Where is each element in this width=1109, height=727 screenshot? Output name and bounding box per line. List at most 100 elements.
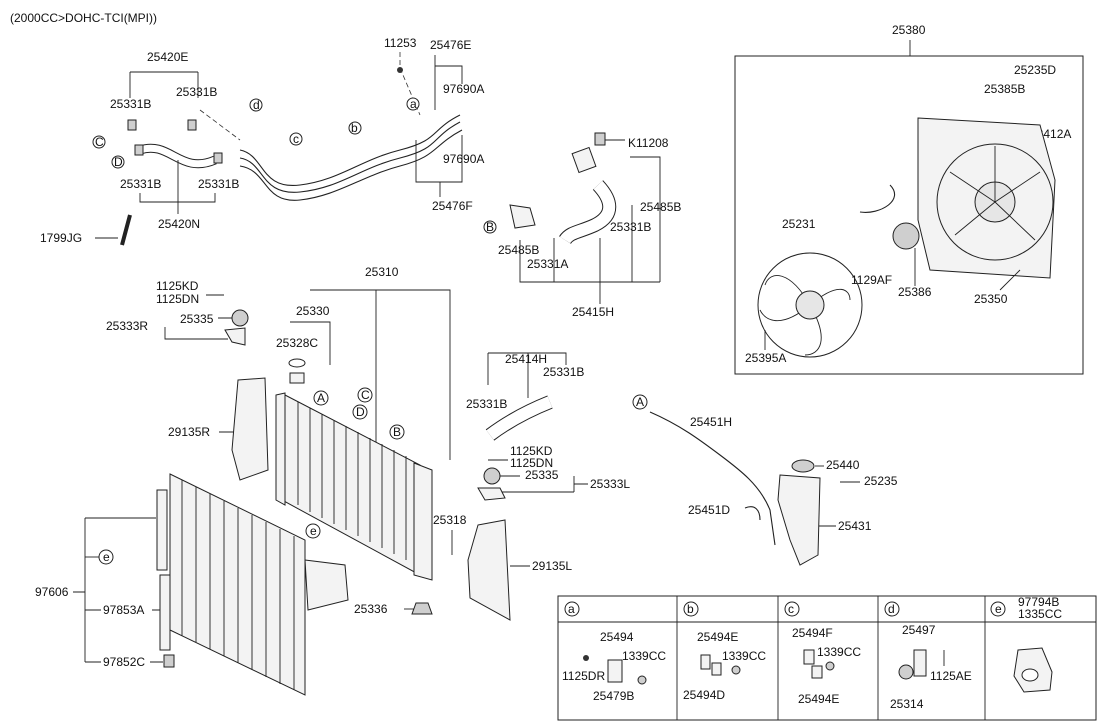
- svg-text:A: A: [317, 391, 325, 405]
- label-25331A: 25331A: [527, 257, 568, 271]
- legend-d-label: 25314: [890, 697, 924, 711]
- label-1799JG: 1799JG: [40, 231, 82, 245]
- legend-key-d: d: [888, 602, 895, 616]
- legend-e-label: 97794B: [1018, 595, 1059, 609]
- label-25333L: 25333L: [590, 477, 630, 491]
- label-25415H: 25415H: [572, 305, 614, 319]
- label-25335: 25335: [180, 312, 214, 326]
- callout-a: [406, 97, 420, 111]
- condenser-group: e 97606 e 97853A 97852C: [35, 473, 349, 696]
- svg-text:A: A: [636, 395, 644, 409]
- callout-A: [313, 390, 329, 406]
- legend-a-label: 25479B: [593, 689, 634, 703]
- callout-e: [305, 523, 321, 539]
- legend-key-e: e: [995, 602, 1002, 616]
- label-1125KD: 1125KD: [510, 444, 553, 458]
- callout-d: [249, 98, 263, 112]
- label-25328C: 25328C: [276, 336, 318, 350]
- label-25331B: 25331B: [610, 220, 651, 234]
- radiator-group: 1125KD 1125DN 25310 25330 25333R 25335 2…: [106, 265, 467, 616]
- svg-text:b: b: [351, 121, 358, 135]
- legend-a-label: 1125DR: [562, 669, 605, 683]
- label-97853A: 97853A: [103, 603, 144, 617]
- engine-label: (2000CC>DOHC-TCI(MPI)): [10, 11, 157, 25]
- legend-c-label: 25494E: [798, 692, 839, 706]
- legend-b-label: 1339CC: [722, 649, 766, 663]
- svg-text:a: a: [410, 97, 417, 111]
- upper-hose-right: 25414H 25331B 25331B 1125KD 1125DN 25335…: [466, 352, 630, 621]
- label-25440: 25440: [826, 458, 860, 472]
- label-25310: 25310: [365, 265, 399, 279]
- label-25333R: 25333R: [106, 319, 148, 333]
- callout-A: [632, 394, 648, 410]
- label-25420N: 25420N: [158, 217, 200, 231]
- label-25331B: 25331B: [198, 177, 239, 191]
- fan-shroud-box: 25380 25235D 25385B 22412A 25231 1129AF …: [734, 23, 1084, 375]
- legend-key-b: b: [687, 602, 694, 616]
- label-25451H: 25451H: [690, 415, 732, 429]
- callout-D: [352, 404, 368, 420]
- label-25380: 25380: [892, 23, 926, 37]
- legend-a-label: 25494: [600, 630, 634, 644]
- label-25485B: 25485B: [498, 243, 539, 257]
- air-guard-left: [467, 519, 511, 621]
- callout-B: [483, 220, 497, 234]
- reservoir-tank: [777, 474, 821, 566]
- upper-hose-group: 25420E 25331B 25331B 25331B 25331B 25420…: [40, 50, 239, 246]
- reservoir-group: A 25451H 25440 25235 25451D 25431: [632, 394, 898, 566]
- callout-C: [357, 387, 373, 403]
- label-K11208: K11208: [628, 136, 669, 150]
- label-1125KD: 1125KD: [156, 279, 199, 293]
- svg-text:D: D: [356, 405, 365, 419]
- svg-text:e: e: [310, 524, 317, 538]
- callout-D: [111, 155, 125, 169]
- label-25231: 25231: [782, 217, 816, 231]
- callout-b: [348, 121, 362, 135]
- label-25385B: 25385B: [984, 82, 1025, 96]
- legend-table: a 25494 1339CC 1125DR 25479B b 25494E 13…: [557, 595, 1097, 721]
- label-25331B: 25331B: [120, 177, 161, 191]
- label-25336: 25336: [354, 602, 388, 616]
- label-97690A: 97690A: [443, 152, 484, 166]
- svg-text:e: e: [103, 550, 110, 564]
- legend-e-label: 1335CC: [1018, 607, 1062, 621]
- label-25431: 25431: [838, 519, 872, 533]
- svg-text:C: C: [361, 388, 370, 402]
- callout-C-text: C: [95, 135, 104, 149]
- label-25485B: 25485B: [640, 200, 681, 214]
- cooler-lines: 11253 25476E 97690A 97690A 25476F d c b …: [199, 36, 484, 213]
- label-25414H: 25414H: [505, 352, 547, 366]
- label-25476F: 25476F: [432, 199, 473, 213]
- label-25331B: 25331B: [176, 85, 217, 99]
- callout-c: [289, 132, 303, 146]
- callout-B: [389, 424, 405, 440]
- legend-d-label: 25497: [902, 623, 936, 637]
- label-11253: 11253: [384, 36, 417, 50]
- legend-key-a: a: [568, 602, 575, 616]
- lower-hose-group: K11208 25485B 25331B B 25485B 25331A 254…: [483, 132, 681, 319]
- clamp: [127, 119, 137, 131]
- label-29135L: 29135L: [532, 559, 572, 573]
- callout-C: [92, 135, 106, 149]
- label-25350: 25350: [974, 292, 1008, 306]
- label-97606: 97606: [35, 585, 69, 599]
- legend-d-label: 1125AE: [930, 669, 972, 683]
- legend-c-label: 25494F: [792, 626, 833, 640]
- label-25331B: 25331B: [466, 397, 507, 411]
- svg-text:d: d: [253, 98, 260, 112]
- svg-text:B: B: [393, 425, 401, 439]
- legend-c-label: 1339CC: [817, 645, 861, 659]
- legend-key-c: c: [788, 602, 794, 616]
- condenser-core: [169, 473, 306, 696]
- legend-a-label: 1339CC: [622, 649, 666, 663]
- label-29135R: 29135R: [168, 425, 210, 439]
- legend-b-label: 25494D: [683, 688, 725, 702]
- label-25386: 25386: [898, 285, 932, 299]
- legend-b-label: 25494E: [697, 630, 738, 644]
- svg-text:B: B: [486, 220, 494, 234]
- clamp: [187, 119, 197, 131]
- label-1125DN: 1125DN: [510, 456, 553, 470]
- label-25235: 25235: [864, 474, 898, 488]
